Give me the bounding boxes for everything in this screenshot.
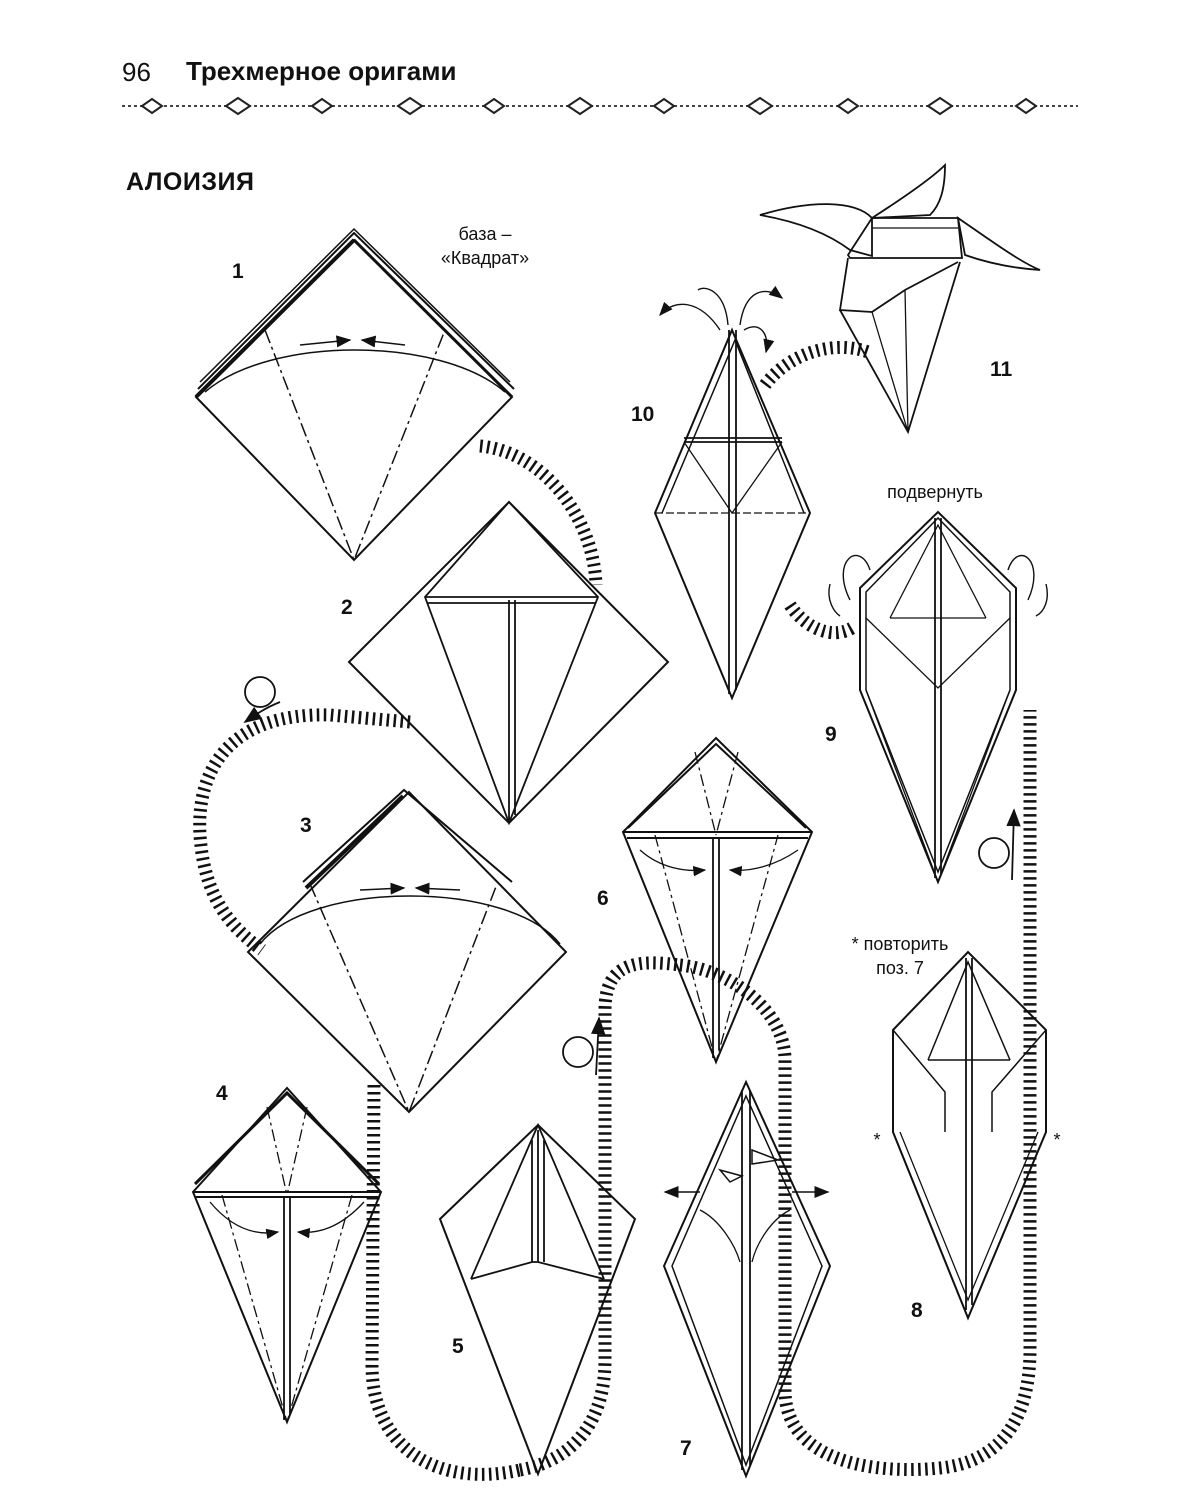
step-3-figure	[248, 790, 566, 1112]
step-10-label: 10	[631, 403, 654, 427]
step-7-label: 7	[680, 1437, 692, 1461]
step-9-figure	[829, 512, 1047, 882]
step-5-label: 5	[452, 1335, 464, 1359]
base-note: база – «Квадрат»	[420, 222, 550, 270]
step-1-label: 1	[232, 260, 244, 284]
base-note-line-1: база –	[420, 222, 550, 246]
base-note-line-2: «Квадрат»	[420, 246, 550, 270]
step-7-figure	[664, 1082, 830, 1476]
step-2-figure	[349, 502, 668, 823]
repeat-note: * повторить поз. 7	[832, 932, 968, 980]
turn-over-icon	[979, 810, 1014, 880]
step-4-figure	[193, 1088, 381, 1422]
tuck-note: подвернуть	[870, 480, 1000, 504]
step-8-figure	[893, 952, 1046, 1318]
step-8-label: 8	[911, 1299, 923, 1323]
step-2-label: 2	[341, 596, 353, 620]
step-5-figure	[440, 1125, 635, 1474]
step-11-label: 11	[990, 358, 1012, 382]
step-6-figure	[623, 738, 812, 1062]
star-mark-left: *	[870, 1128, 884, 1152]
step-4-label: 4	[216, 1082, 228, 1106]
step-3-label: 3	[300, 814, 312, 838]
repeat-note-line-2: поз. 7	[832, 956, 968, 980]
star-mark-right: *	[1050, 1128, 1064, 1152]
header-ornament	[122, 98, 1078, 114]
step-6-label: 6	[597, 887, 609, 911]
step-11-figure	[760, 165, 1040, 432]
step-9-label: 9	[825, 723, 837, 747]
repeat-note-line-1: * повторить	[832, 932, 968, 956]
step-flow-path	[200, 347, 1030, 1474]
turn-over-icon	[563, 1018, 599, 1075]
step-10-figure	[655, 288, 810, 698]
